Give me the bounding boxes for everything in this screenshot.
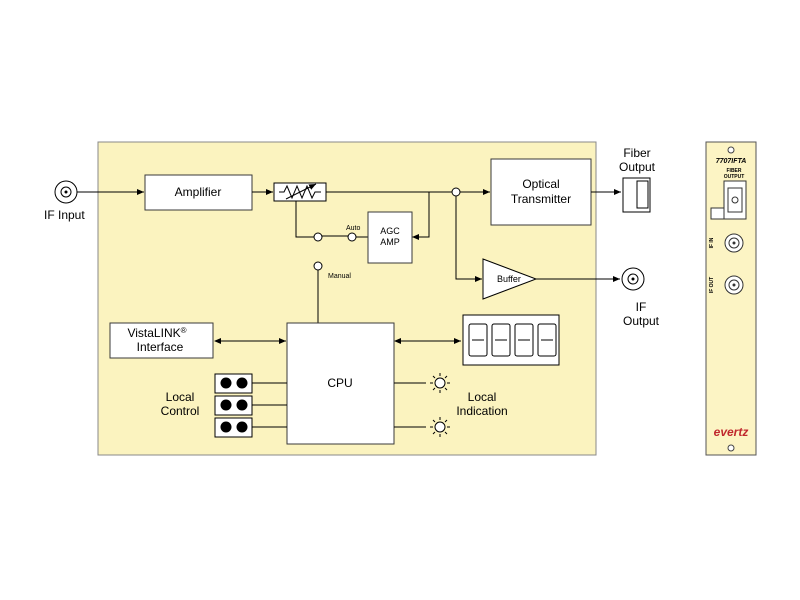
local-indication-label-1: Local	[468, 390, 497, 404]
auto-contact-node	[347, 232, 357, 242]
fiber-output-label-2: Output	[619, 160, 656, 174]
if-output-label-1: IF	[636, 300, 647, 314]
if-output-connector-icon	[621, 267, 645, 291]
fiber-output-connector-icon	[622, 177, 651, 213]
agc-amp-block	[367, 211, 413, 264]
local-control-buttons	[214, 373, 253, 438]
amplifier-label: Amplifier	[175, 185, 222, 199]
buffer-amplifier-symbol	[482, 258, 538, 300]
manual-label: Manual	[328, 273, 351, 280]
auto-label: Auto	[346, 225, 361, 232]
if-input-label: IF Input	[44, 208, 85, 222]
local-control-label-2: Control	[161, 404, 200, 418]
front-if-in-label: IF IN	[709, 237, 715, 248]
control-button	[236, 399, 248, 411]
control-button	[220, 377, 232, 389]
variable-attenuator-icon	[273, 182, 327, 202]
led-indicator-icon	[430, 373, 450, 393]
panel-screw-bottom	[727, 444, 735, 452]
cpu-block	[286, 322, 395, 445]
optical-label-1: Optical	[522, 177, 559, 191]
attenuator-control-wire	[295, 201, 314, 238]
manual-contact-node	[313, 261, 323, 271]
front-if-in-connector-icon	[724, 233, 744, 253]
front-panel-brand-logo: evertz	[714, 425, 749, 439]
front-if-out-connector-icon	[724, 275, 744, 295]
front-fiber-connector-icon	[710, 180, 747, 220]
agc-label-2: AMP	[380, 237, 400, 247]
control-button	[236, 377, 248, 389]
junction-to-buffer-wire	[455, 196, 482, 282]
vistalink-label-2: Interface	[137, 340, 184, 354]
cpu-label: CPU	[327, 376, 352, 390]
control-button	[236, 421, 248, 433]
signal-junction-node	[451, 187, 461, 197]
if-output-label-2: Output	[623, 314, 660, 328]
buffer-label: Buffer	[497, 274, 521, 284]
amplifier-block	[144, 174, 253, 211]
front-panel-fiber-label-2: OUTPUT	[724, 174, 745, 180]
agc-label-1: AGC	[380, 226, 400, 236]
seven-segment-display-icon	[462, 314, 560, 366]
agc-feedback-wire	[412, 192, 430, 240]
vistalink-label-1: VistaLINK®	[127, 326, 186, 340]
control-button	[220, 399, 232, 411]
fiber-output-label-1: Fiber	[623, 146, 650, 160]
vistalink-name: VistaLINK	[127, 326, 180, 340]
led-indicator-icon	[430, 417, 450, 437]
local-control-label-1: Local	[166, 390, 195, 404]
front-if-out-label: IF OUT	[709, 277, 715, 293]
local-indication-label-2: Indication	[456, 404, 507, 418]
front-panel-fiber-label-1: FIBER	[727, 168, 742, 174]
front-panel-model: 7707IFTA	[716, 158, 747, 165]
registered-mark: ®	[181, 326, 187, 335]
panel-screw-top	[727, 146, 735, 154]
optical-label-2: Transmitter	[511, 192, 571, 206]
auto-manual-switch-node	[313, 232, 323, 242]
control-button	[220, 421, 232, 433]
if-input-connector-icon	[54, 180, 78, 204]
front-panel	[705, 141, 757, 456]
vistalink-interface-block	[109, 322, 214, 359]
